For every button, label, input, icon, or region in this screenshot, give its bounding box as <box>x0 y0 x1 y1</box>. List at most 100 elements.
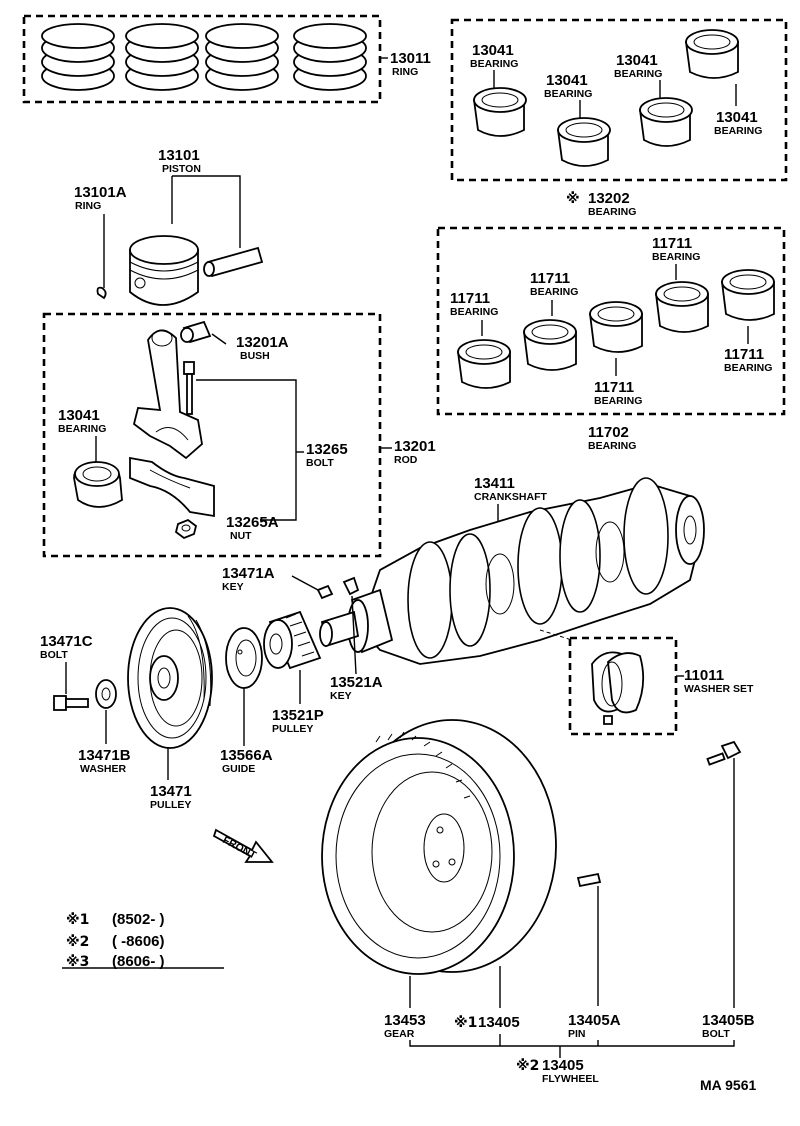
label-13202-name: BEARING <box>588 206 636 218</box>
label-11711-e-name: BEARING <box>724 362 772 374</box>
rod-nut <box>174 518 198 540</box>
rod-bearing <box>73 461 123 508</box>
label-13471c-name: BOLT <box>40 649 68 661</box>
rod-bearing-set: 13041 BEARING 13041 BEARING 13041 BEARIN… <box>450 18 788 218</box>
label-11711-a-num: 11711 <box>450 290 490 307</box>
label-flywheel-mark: ※2 <box>516 1058 539 1074</box>
flywheel <box>321 719 557 975</box>
label-13011-name: RING <box>392 66 418 78</box>
label-13411-num: 13411 <box>474 475 515 492</box>
label-13411-name: CRANKSHAFT <box>474 491 547 503</box>
flywheel-group: 13453 GEAR ※1 13405 13405A PIN 13405B BO… <box>321 719 755 1085</box>
rod-bolt <box>183 361 195 415</box>
crankshaft <box>319 477 705 665</box>
piston-pin <box>203 246 264 278</box>
crankshaft-pulley <box>127 607 213 749</box>
label-13201a-num: 13201A <box>236 334 289 351</box>
label-13405a-num: 13405A <box>568 1012 621 1029</box>
ring-stack-1 <box>41 23 115 91</box>
label-13041-c-num: 13041 <box>616 52 658 69</box>
label-11011-name: WASHER SET <box>684 683 754 695</box>
label-11711-a-name: BEARING <box>450 306 498 318</box>
main-bearing-shell-3 <box>588 301 643 353</box>
label-13101a-num: 13101A <box>74 184 127 201</box>
label-13041-a-num: 13041 <box>472 42 514 59</box>
rod-bearing-shell-3 <box>638 97 693 147</box>
label-13201-name: ROD <box>394 454 418 466</box>
piston-assembly: 13101 PISTON 13101A RING <box>74 147 264 306</box>
label-13521a-num: 13521A <box>330 674 383 691</box>
legend-mark-1: ※1 <box>66 912 89 928</box>
legend-mark-2: ※2 <box>66 934 89 950</box>
pulley-group: 13471C BOLT 13471B WASHER 13471 PULLEY <box>40 607 324 811</box>
label-13265a-name: NUT <box>230 530 252 542</box>
label-13453-name: GEAR <box>384 1028 415 1040</box>
legend-range-1: (8502- ) <box>112 911 165 928</box>
piston-ring-set: 13011 RING <box>22 14 431 104</box>
piston <box>129 235 199 306</box>
ring-stack-4 <box>293 23 367 91</box>
main-bearing-shell-4 <box>654 281 709 333</box>
rod-bearing-shell-4 <box>684 29 739 79</box>
label-13041-b-name: BEARING <box>544 88 592 100</box>
label-13101-name: PISTON <box>162 163 201 175</box>
label-13471b-num: 13471B <box>78 747 131 764</box>
pulley-washer <box>95 679 117 709</box>
label-13405-num: 13405 <box>478 1014 520 1031</box>
connecting-rod-group: 13201A BUSH 13265 BOLT 13041 BEARING <box>42 312 436 558</box>
legend: ※1 (8502- ) ※2 ( -8606) ※3 (8606- ) <box>62 911 224 970</box>
washer-set-group: 11011 WASHER SET <box>568 636 754 736</box>
label-11711-c-name: BEARING <box>594 395 642 407</box>
pulley-bolt <box>53 695 89 711</box>
legend-mark-3: ※3 <box>66 954 89 970</box>
thrust-washers <box>591 651 645 725</box>
label-11711-b-name: BEARING <box>530 286 578 298</box>
label-11711-e-num: 11711 <box>724 346 764 363</box>
label-13041-c-name: BEARING <box>614 68 662 80</box>
label-13471b-name: WASHER <box>80 763 127 775</box>
crankshaft-group: 13411 CRANKSHAFT 13471A KEY <box>222 475 705 702</box>
label-13405b-num: 13405B <box>702 1012 755 1029</box>
front-direction-arrow: FRONT <box>212 828 274 863</box>
label-13201a-name: BUSH <box>240 350 270 362</box>
label-13471a-num: 13471A <box>222 565 275 582</box>
label-11711-b-num: 11711 <box>530 270 570 287</box>
label-11711-c-num: 11711 <box>594 379 634 396</box>
label-13471-num: 13471 <box>150 783 192 800</box>
piston-ring-small <box>96 286 107 300</box>
label-13566a-num: 13566A <box>220 747 273 764</box>
label-13521a-name: KEY <box>330 690 352 702</box>
label-13521p-num: 13521P <box>272 707 324 724</box>
legend-range-3: (8606- ) <box>112 953 165 970</box>
connecting-rod <box>132 329 203 460</box>
label-11702-num: 11702 <box>588 424 629 441</box>
ring-gear <box>375 731 471 799</box>
label-11011-num: 11011 <box>684 667 724 684</box>
legend-range-2: ( -8606) <box>112 933 165 950</box>
label-13405b-name: BOLT <box>702 1028 730 1040</box>
timing-belt-guide <box>225 627 263 689</box>
label-13521p-name: PULLEY <box>272 723 313 735</box>
label-13471c-num: 13471C <box>40 633 93 650</box>
label-13453-num: 13453 <box>384 1012 426 1029</box>
label-13041-b-num: 13041 <box>546 72 588 89</box>
label-13566a-name: GUIDE <box>222 763 255 775</box>
label-13041-a-name: BEARING <box>470 58 518 70</box>
label-13041-d-name: BEARING <box>714 125 762 137</box>
label-13011-num: 13011 <box>390 50 431 67</box>
timing-pulley <box>263 610 322 670</box>
label-13471a-name: KEY <box>222 581 244 593</box>
label-flywheel-name: FLYWHEEL <box>542 1073 599 1085</box>
front-label: FRONT <box>221 834 259 862</box>
rod-bearing-shell-2 <box>556 117 611 167</box>
label-13405-mark: ※1 <box>454 1015 477 1031</box>
main-bearing-shell-1 <box>456 339 511 389</box>
key-13471a <box>316 576 360 600</box>
rod-bearing-shell-1 <box>472 87 527 137</box>
label-11702-name: BEARING <box>588 440 636 452</box>
main-bearing-shell-2 <box>522 319 577 371</box>
label-13265a-num: 13265A <box>226 514 279 531</box>
ring-stack-3 <box>205 23 279 91</box>
label-13201-num: 13201 <box>394 438 436 455</box>
